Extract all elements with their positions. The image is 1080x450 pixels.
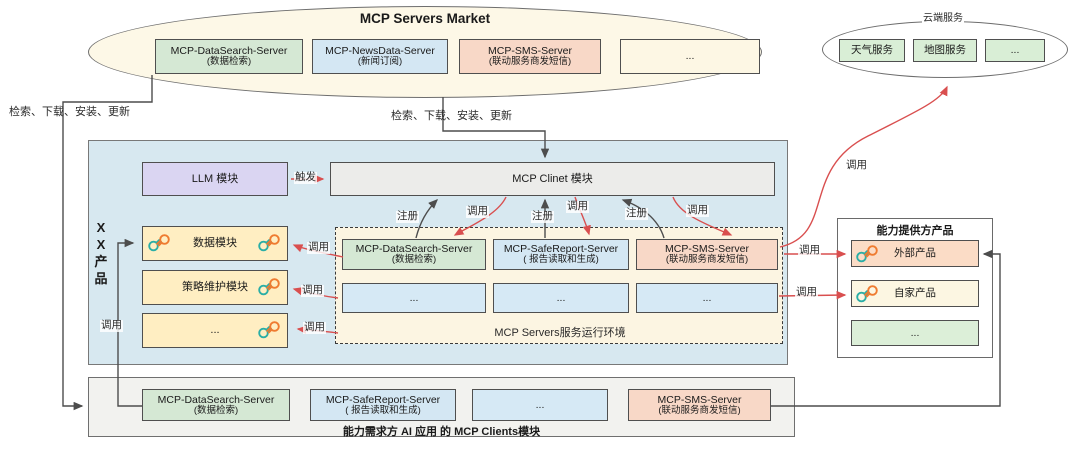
edge-label-invoke: 调用 [795,286,818,299]
edge-label-invoke: 调用 [100,319,123,332]
runtime-server-safereport: MCP-SafeReport-Server ( 报告读取和生成) [493,239,629,270]
module-strategy: 策略维护模块 [142,270,288,305]
market-server-sms: MCP-SMS-Server (联动服务商发短信) [459,39,601,74]
clients-label: 能力需求方 AI 应用 的 MCP Clients模块 [342,426,541,438]
edge-label-register: 注册 [625,207,648,220]
llm-module-box: LLM 模块 [142,162,288,196]
cloud-service-map: 地图服务 [913,39,977,62]
runtime-more-3: ... [636,283,778,313]
cloud-service-weather: 天气服务 [839,39,905,62]
product-side-label: XX产品 [94,220,108,286]
market-server-more: ... [620,39,760,74]
mcp-plug-icon [256,320,282,340]
mcp-plug-icon [256,233,282,253]
module-more: ... [142,313,288,348]
client-server-datasearch: MCP-DataSearch-Server (数据检索) [142,389,290,421]
provider-title: 能力提供方产品 [876,225,954,237]
cloud-title: 云端服务 [922,13,964,24]
flow-label-left: 检索、下载、安装、更新 [9,106,130,118]
edge-label-invoke: 调用 [686,204,709,217]
mcp-plug-icon [256,277,282,297]
edge-label-invoke: 调用 [307,241,330,254]
client-server-sms: MCP-SMS-Server (联动服务商发短信) [628,389,771,421]
runtime-more-1: ... [342,283,486,313]
edge-label-trigger: 触发 [294,171,317,184]
runtime-server-sms: MCP-SMS-Server (联动服务商发短信) [636,239,778,270]
market-server-newsdata: MCP-NewsData-Server (新闻订阅) [312,39,448,74]
client-server-more: ... [472,389,608,421]
edge-label-invoke: 调用 [301,284,324,297]
edge-label-invoke: 调用 [566,200,589,213]
runtime-server-datasearch: MCP-DataSearch-Server (数据检索) [342,239,486,270]
edge-label-invoke: 调用 [466,205,489,218]
mcp-plug-icon [854,244,880,264]
mcp-plug-icon [854,284,880,304]
runtime-environment-label: MCP Servers服务运行环境 [494,327,626,339]
market-server-datasearch: MCP-DataSearch-Server (数据检索) [155,39,303,74]
flow-label-mid: 检索、下载、安装、更新 [391,110,512,122]
mcp-client-module-box: MCP Clinet 模块 [330,162,775,196]
market-title: MCP Servers Market [359,11,491,26]
edge-label-invoke: 调用 [798,244,821,257]
edge-label-invoke: 调用 [303,321,326,334]
edge-label-register: 注册 [531,210,554,223]
cloud-service-more: ... [985,39,1045,62]
mcp-plug-icon [146,233,172,253]
client-server-safereport: MCP-SafeReport-Server ( 报告读取和生成) [310,389,456,421]
edge-label-register: 注册 [396,210,419,223]
runtime-more-2: ... [493,283,629,313]
provider-more: ... [851,320,979,346]
edge-label-invoke: 调用 [845,159,868,172]
